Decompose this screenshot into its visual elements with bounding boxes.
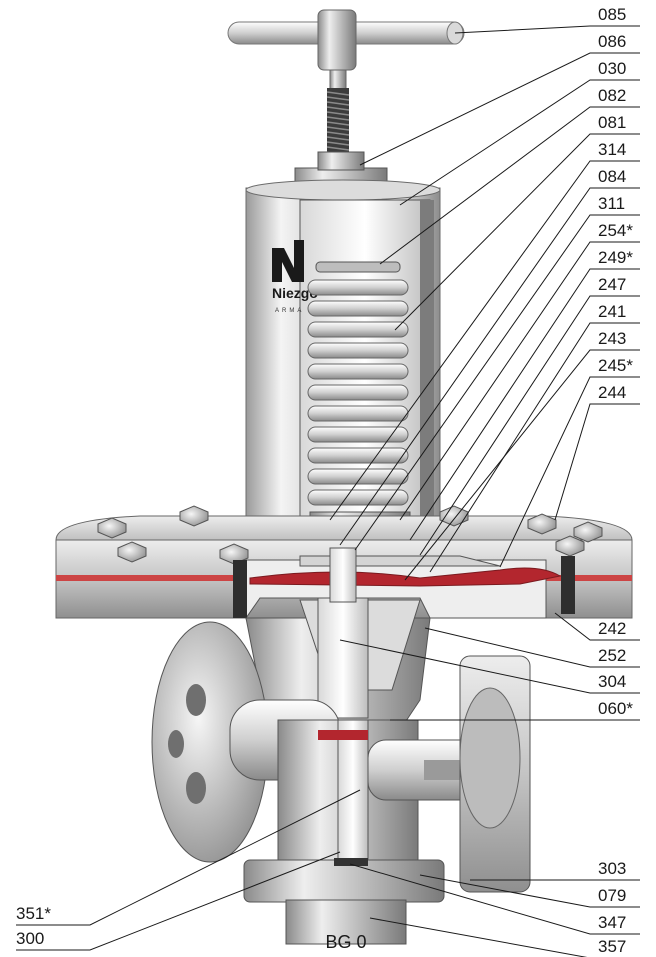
part-label: 249* [598, 248, 633, 267]
part-label: 086 [598, 32, 626, 51]
diagram-caption: BG 0 [325, 932, 366, 952]
flange-bolts [97, 505, 603, 618]
spring [307, 261, 409, 506]
part-label: 252 [598, 646, 626, 665]
leader-lines [16, 25, 640, 957]
part-label: 245* [598, 356, 633, 375]
spring-coil [307, 279, 409, 296]
spring-coil [307, 426, 409, 443]
part-label: 304 [598, 672, 626, 691]
spring-coil [307, 363, 409, 380]
part-label: 351* [16, 904, 51, 923]
part-label: 347 [598, 913, 626, 932]
part-label: 241 [598, 302, 626, 321]
part-label: 244 [598, 383, 626, 402]
part-label: 242 [598, 619, 626, 638]
part-label: 060* [598, 699, 633, 718]
part-label: 081 [598, 113, 626, 132]
spring-coil [307, 321, 409, 338]
part-label: 085 [598, 5, 626, 24]
part-labels-right: 085 086 030 082 081 314 084 311 254* 249* 247 241 24… [598, 5, 633, 956]
part-label: 314 [598, 140, 626, 159]
part-label: 311 [598, 194, 625, 213]
t-handle [227, 9, 465, 91]
logo-text: Niezgo [272, 285, 318, 301]
part-label: 303 [598, 859, 626, 878]
part-label: 300 [16, 929, 44, 948]
part-label: 084 [598, 167, 626, 186]
part-label: 030 [598, 59, 626, 78]
spring-coil [307, 300, 409, 317]
part-labels-left: 351* 300 [16, 904, 51, 948]
valve-body [151, 621, 531, 945]
spring-housing [245, 179, 441, 544]
part-label: 082 [598, 86, 626, 105]
manufacturer-logo: Niezgo ARMA [272, 240, 318, 314]
part-label: 243 [598, 329, 626, 348]
spring-coil [307, 468, 409, 485]
part-label: 357 [598, 937, 626, 956]
spring-coil [307, 405, 409, 422]
logo-subtext: ARMA [275, 308, 304, 314]
spring-coil [307, 342, 409, 359]
spring-coil [307, 447, 409, 464]
spring-coil [307, 489, 409, 506]
part-label: 247 [598, 275, 626, 294]
part-label: 254* [598, 221, 633, 240]
spring-coil [307, 384, 409, 401]
part-label: 079 [598, 886, 626, 905]
